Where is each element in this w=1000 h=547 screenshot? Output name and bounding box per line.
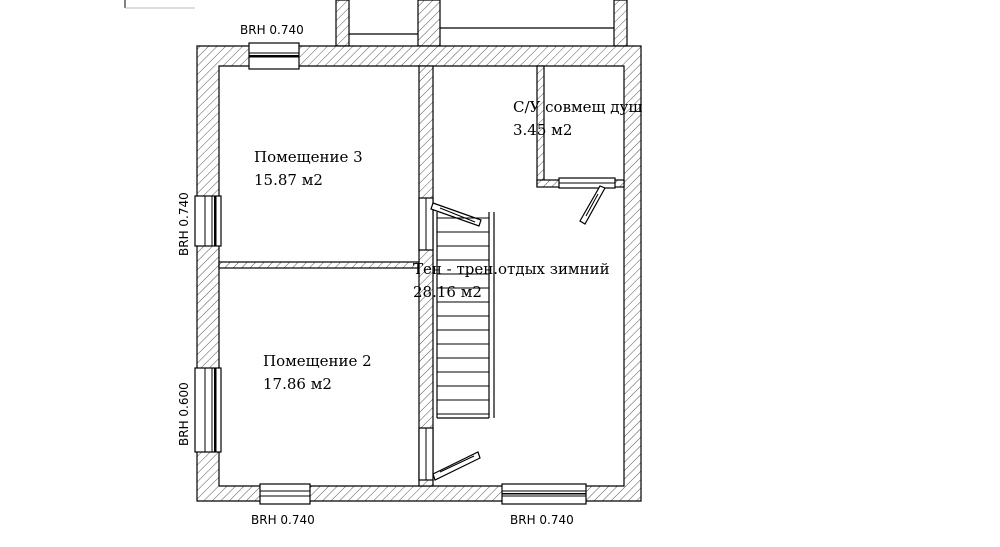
outer-wall — [196, 45, 642, 502]
room2-area: 17.86 м2 — [263, 375, 332, 393]
room3-area: 15.87 м2 — [254, 171, 323, 189]
bathroom-name: С/У совмещ душ — [513, 98, 642, 116]
door-room2 — [418, 427, 481, 481]
staircase — [436, 212, 495, 419]
window-left-lower — [194, 367, 222, 453]
room2-name: Помещение 2 — [263, 352, 372, 370]
top-left-fragment — [124, 0, 195, 9]
interior-wall-vertical — [418, 65, 434, 487]
window-bottom-right — [501, 483, 587, 505]
window-bottom-left — [259, 483, 311, 505]
interior-wall-horizontal — [218, 261, 420, 269]
window-label-bottom-left: BRH 0.740 — [251, 513, 315, 527]
room-label-main: Тен - трен.отдых зимний 28.16 м2 — [413, 260, 610, 301]
upper-wall-stubs — [335, 0, 628, 47]
room3-name: Помещение 3 — [254, 148, 363, 166]
room-label-room3: Помещение 3 15.87 м2 — [254, 148, 363, 189]
window-label-bottom-right: BRH 0.740 — [510, 513, 574, 527]
window-label-left-upper: BRH 0.740 — [177, 192, 191, 256]
window-label-left-lower: BRH 0.600 — [177, 382, 191, 446]
window-label-top: BRH 0.740 — [240, 23, 304, 37]
bathroom-area: 3.45 м2 — [513, 121, 572, 139]
room-label-bathroom: С/У совмещ душ 3.45 м2 — [513, 98, 642, 139]
door-room3 — [418, 197, 482, 251]
window-top — [248, 42, 300, 70]
main-room-name: Тен - трен.отдых зимний — [413, 260, 610, 278]
room-label-room2: Помещение 2 17.86 м2 — [263, 352, 372, 393]
main-room-area: 28.16 м2 — [413, 283, 482, 301]
door-bathroom — [558, 177, 616, 225]
window-left-upper — [194, 195, 222, 247]
